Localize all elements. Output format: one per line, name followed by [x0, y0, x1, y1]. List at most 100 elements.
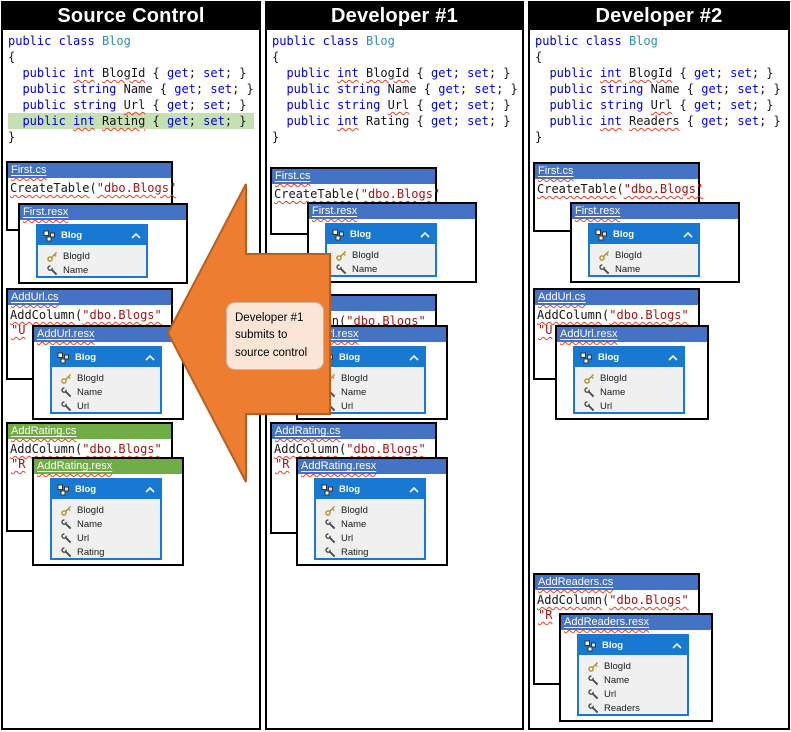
code-token: set [737, 82, 760, 96]
code-token [315, 34, 322, 48]
code-token [593, 114, 600, 128]
code-token [66, 98, 73, 112]
code-token [535, 98, 549, 112]
column-developer-2: Developer #2 public class Blog{ public i… [528, 1, 790, 730]
table-column-row: BlogId [336, 248, 435, 262]
entity-icon [43, 230, 55, 241]
column-label: Url [341, 532, 354, 544]
code-token: Name [650, 82, 680, 96]
migration-code-line2: "U [11, 323, 25, 337]
table-title: Blog [61, 230, 83, 241]
column-label: BlogId [341, 504, 368, 516]
migration-code: AddColumn("dbo.Blogs" [272, 439, 435, 456]
file-title-bar: AddUrl.resx [557, 327, 707, 342]
code-block: public class Blog{ public int BlogId { g… [530, 30, 788, 145]
code-line: } [272, 129, 522, 145]
code-token: { [679, 114, 702, 128]
code-token: CreateTable [10, 181, 90, 195]
code-token: Url [123, 98, 146, 112]
table-column-row: BlogId [47, 249, 146, 263]
migration-code-line2: "R [11, 457, 25, 471]
code-token: set [730, 98, 752, 112]
code-token: ; } [224, 114, 247, 128]
file-title-bar: First.cs [535, 164, 698, 179]
column-label: BlogId [615, 249, 642, 261]
code-token: "R [538, 608, 553, 622]
code-token [643, 82, 650, 96]
code-token: "U [11, 323, 26, 337]
entity-icon [57, 484, 69, 495]
code-token: ; } [232, 82, 254, 96]
code-token: public [22, 114, 66, 128]
migration-code: CreateTable("dbo.Blogs" [272, 184, 440, 201]
code-token: get [701, 114, 723, 128]
code-token: Rating [365, 114, 410, 128]
table-column-row: Url [588, 687, 687, 701]
code-token: ( [75, 442, 83, 456]
entity-icon [580, 352, 592, 363]
code-token: BlogId [365, 66, 410, 80]
chevron-up-icon [409, 354, 419, 361]
column-label: BlogId [77, 504, 104, 516]
code-token: get [431, 114, 453, 128]
code-token [8, 98, 22, 112]
code-token: ( [602, 308, 610, 322]
code-token: ; [195, 82, 211, 96]
code-token [535, 82, 549, 96]
file-name: AddUrl.cs [11, 291, 59, 303]
code-token: ; [188, 66, 204, 80]
code-token: ( [75, 308, 83, 322]
code-token: int [600, 66, 622, 80]
code-token: public [286, 66, 330, 80]
table-column-row: Readers [588, 701, 687, 715]
code-token [330, 114, 337, 128]
code-line: public class Blog [8, 33, 259, 49]
entity-icon [584, 640, 596, 651]
code-token: int [73, 114, 95, 128]
code-token: ; [722, 82, 738, 96]
file-name: AddReaders.resx [564, 616, 649, 628]
table-column-row: BlogId [325, 371, 424, 385]
code-line: public string Url { get; set; } [8, 97, 259, 113]
code-token: public [549, 66, 593, 80]
table-title: Blog [75, 352, 97, 363]
code-token [359, 114, 366, 128]
column-label: Name [600, 386, 626, 398]
code-line: } [535, 129, 788, 145]
code-line: public string Name { get; set; } [535, 81, 788, 97]
column-label: BlogId [604, 660, 631, 672]
code-token: get [694, 66, 716, 80]
migration-code: CreateTable("dbo.Blogs" [535, 179, 703, 196]
code-token: "U [538, 323, 553, 337]
table-header: Blog [590, 225, 698, 244]
wrench-icon [325, 400, 336, 411]
code-token: { [145, 114, 168, 128]
column-label: Url [341, 400, 354, 412]
code-line: { [272, 49, 522, 65]
code-token [51, 34, 58, 48]
code-token: ; } [488, 98, 511, 112]
code-line: public int Readers { get; set; } [535, 113, 788, 129]
code-token [8, 82, 22, 96]
file-name: AddRating.cs [275, 425, 341, 437]
code-line-highlighted: public int Rating { get; set; } [8, 113, 254, 129]
code-token: public [286, 114, 330, 128]
code-token: "dbo.Blogs" [623, 182, 704, 196]
code-token: Rating [101, 114, 146, 128]
code-token [535, 66, 549, 80]
chevron-up-icon [145, 486, 155, 493]
code-line: public class Blog [272, 33, 522, 49]
code-token [330, 66, 337, 80]
code-token: "dbo.Blogs" [609, 308, 689, 322]
column-label: Url [600, 400, 613, 412]
code-token: { [8, 50, 16, 64]
table-header: Blog [316, 348, 424, 367]
code-token: ; [188, 98, 204, 112]
migration-code-line2: "U [538, 323, 552, 337]
code-token: ; } [496, 82, 518, 96]
column-label: BlogId [63, 250, 90, 262]
